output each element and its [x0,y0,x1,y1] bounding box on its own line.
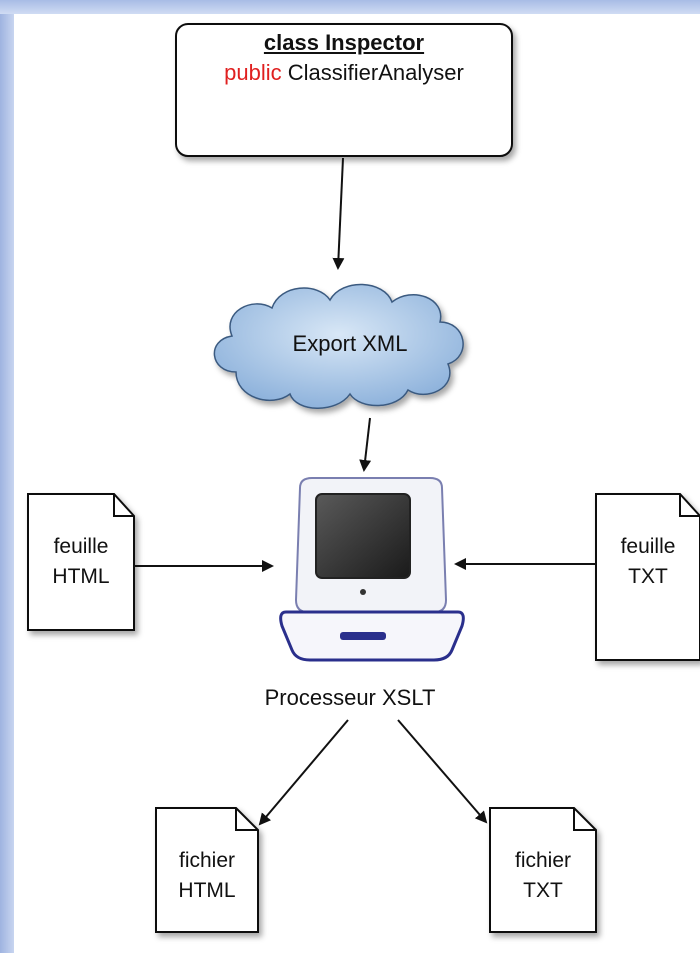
sheet-txt-label: feuille TXT [596,532,700,592]
arrow-class-to-cloud [332,157,345,270]
cloud-shape [213,283,464,409]
class-title: class Inspector [263,30,425,55]
sheet-html-line2: HTML [52,565,110,588]
class-name: ClassifierAnalyser [287,60,464,85]
cloud-label: Export XML [292,331,408,356]
doc-sheet-txt [595,493,700,661]
arrow-cloud-to-processor [359,417,372,472]
background-stripe-left [0,0,14,953]
file-txt-line1: fichier [514,849,572,872]
background-stripe-top [0,0,700,14]
arrow-processor-to-file-txt [397,719,488,824]
file-txt-label: fichier TXT [490,846,596,906]
doc-sheet-html [27,493,135,631]
doc-file-html [155,807,259,933]
doc-file-txt [489,807,597,933]
file-txt-line2: TXT [523,879,563,902]
keyword-public: public [224,60,282,85]
sheet-html-label: feuille HTML [28,532,134,592]
class-signature: public ClassifierAnalyser [176,60,512,86]
file-html-label: fichier HTML [156,846,258,906]
arrow-processor-to-file-html [258,719,349,826]
processor-label: Processeur XSLT [264,685,436,710]
laptop-icon [279,477,465,662]
file-html-line1: fichier [178,849,236,872]
sheet-html-line1: feuille [53,535,109,558]
sheet-txt-line2: TXT [628,565,668,588]
class-box [175,23,513,157]
sheet-txt-line1: feuille [620,535,676,558]
file-html-line2: HTML [178,879,236,902]
